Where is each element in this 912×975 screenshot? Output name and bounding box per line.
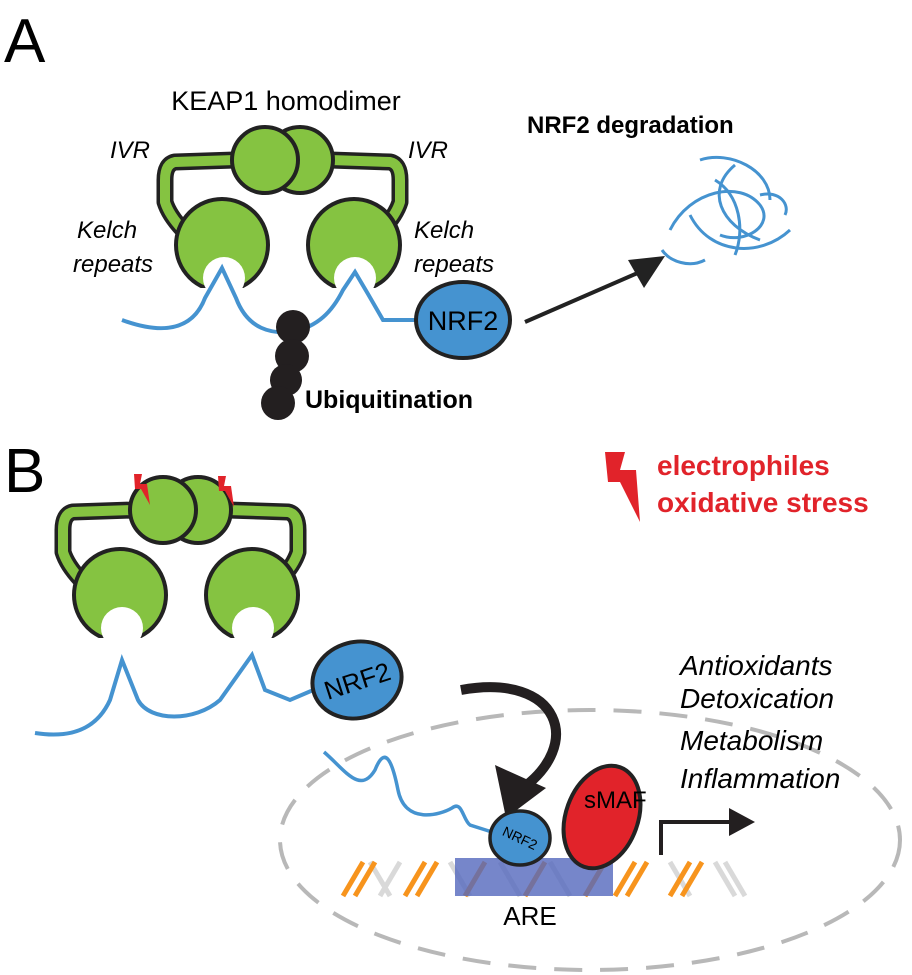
nrf2-chain-nucleus	[322, 750, 493, 834]
nuclear-translocation-arrow	[460, 682, 561, 818]
kelch-left-label: Kelch	[77, 217, 137, 244]
stress-label-2: oxidative stress	[657, 487, 869, 518]
kelch-right-label-2: repeats	[414, 251, 494, 278]
ubiquitination-label: Ubiquitination	[305, 386, 473, 414]
keap1-title: KEAP1 homodimer	[171, 86, 401, 116]
degradation-label: NRF2 degradation	[527, 112, 734, 139]
ubiquitin-chain	[261, 310, 310, 420]
nucleus-outline	[278, 708, 902, 972]
gene-antioxidants: Antioxidants	[678, 650, 833, 681]
gene-inflammation: Inflammation	[680, 763, 840, 794]
keap1-homodimer-b	[63, 477, 298, 650]
lightning-icon	[605, 452, 640, 522]
nrf2-chain-a	[121, 263, 418, 335]
nrf2-a-label: NRF2	[428, 306, 499, 336]
nrf2-a	[414, 280, 512, 360]
degradation-arrow	[524, 256, 665, 324]
kelch-right-label: Kelch	[414, 217, 474, 244]
lightning-icon-small-2	[218, 476, 234, 507]
lightning-icon-small-1	[134, 474, 150, 505]
panel-a-label: A	[4, 7, 46, 76]
gene-detoxication: Detoxication	[680, 683, 834, 714]
stress-label-1: electrophiles	[657, 450, 830, 481]
transcription-arrow	[659, 808, 755, 855]
gene-metabolism: Metabolism	[680, 725, 823, 756]
ivr-right-label: IVR	[408, 137, 448, 164]
nrf2-chain-b	[34, 650, 319, 737]
ivr-left-label: IVR	[110, 137, 150, 164]
keap1-homodimer-a	[165, 127, 400, 300]
degraded-nrf2-fragments	[660, 155, 792, 266]
kelch-left-label-2: repeats	[73, 251, 153, 278]
nrf2-b	[310, 639, 404, 721]
nrf2-bound	[488, 809, 552, 867]
panel-b-label: B	[4, 437, 45, 506]
smaf	[561, 763, 643, 871]
are-label: ARE	[503, 901, 556, 931]
smaf-label: sMAF	[584, 787, 647, 814]
